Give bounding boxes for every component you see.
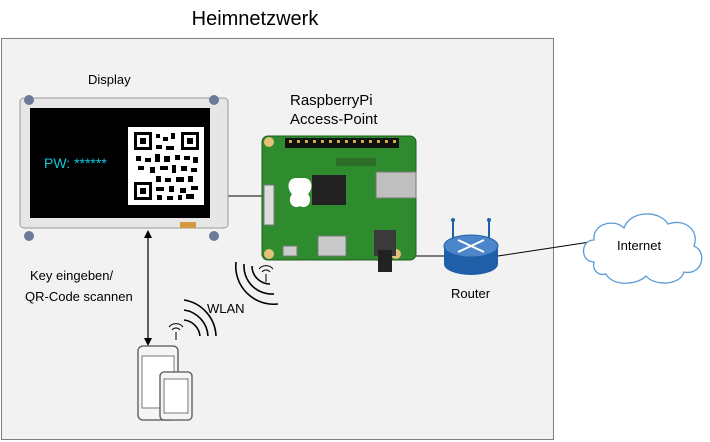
router-label: Router — [451, 286, 491, 301]
wlan-label: WLAN — [207, 301, 245, 316]
smartphone-icon — [137, 345, 193, 421]
wlan-signal-waves — [234, 261, 279, 306]
display-device — [19, 95, 229, 241]
phone-wifi-icon — [168, 323, 184, 340]
qr-code-icon — [134, 132, 199, 200]
router-internet-connector — [497, 241, 591, 257]
diagram-title: Heimnetzwerk — [191, 8, 319, 30]
display-phone-arrow — [144, 230, 152, 346]
internet-label: Internet — [617, 238, 662, 253]
raspberry-pi-label-line1: RaspberryPi — [290, 92, 373, 109]
phone-action-line1: Key eingeben/ — [30, 268, 114, 283]
wifi-icon — [258, 265, 274, 282]
password-text: PW: ****** — [44, 155, 107, 171]
phone-action-line2: QR-Code scannen — [25, 289, 133, 304]
raspberry-pi-label-line2: Access-Point — [290, 111, 378, 128]
cloud-icon — [582, 213, 703, 284]
display-label: Display — [88, 72, 131, 87]
router-icon — [443, 218, 499, 275]
raspberry-pi-board-icon — [261, 135, 417, 272]
phone-signal-waves — [183, 299, 217, 337]
